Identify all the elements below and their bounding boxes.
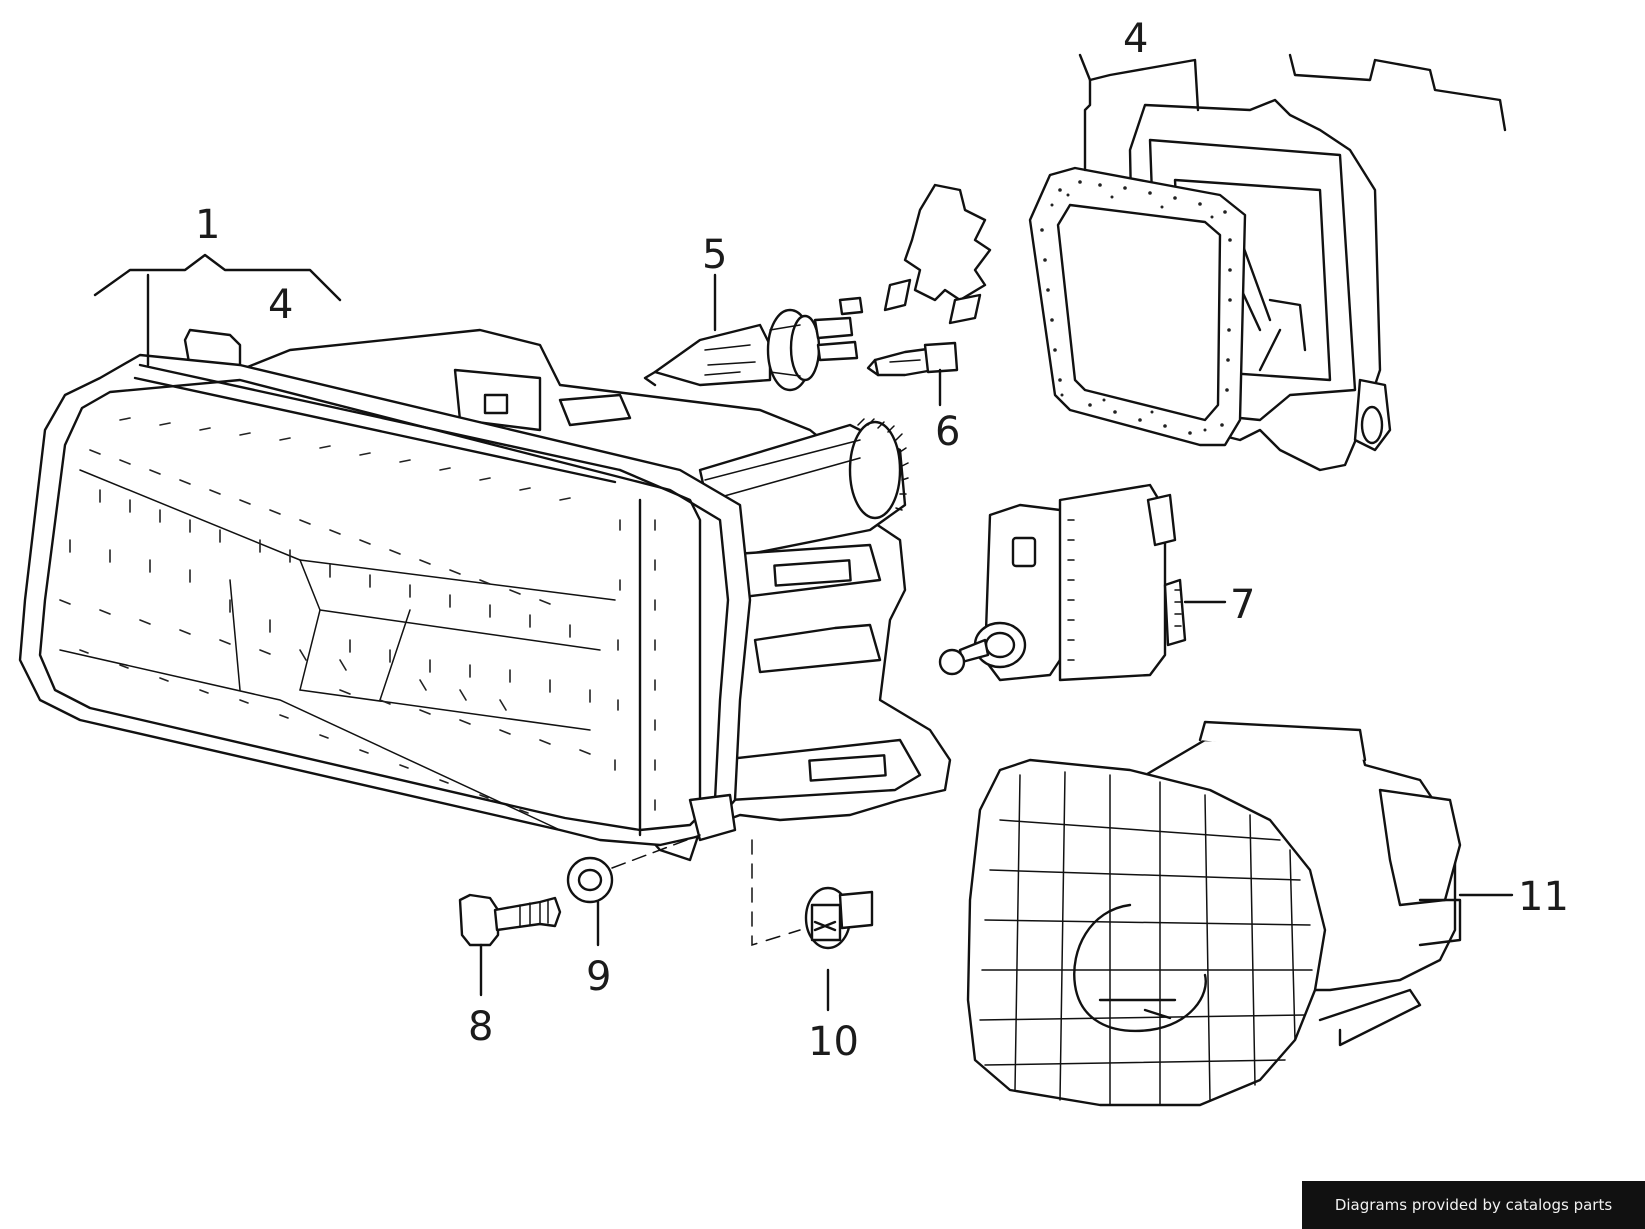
headlight-range-motor <box>938 483 1187 682</box>
callout-9: 9 <box>586 954 611 1000</box>
retaining-wire <box>1288 53 1507 132</box>
halogen-bulb <box>643 296 864 392</box>
callout-7: 7 <box>1230 582 1255 628</box>
assembly-line-10 <box>751 839 801 947</box>
callout-4-right: 4 <box>1123 16 1148 62</box>
turn-signal-lamp <box>966 720 1462 1107</box>
wiring-connector <box>883 183 992 325</box>
callout-4-right-bracket <box>1078 53 1200 172</box>
bulb-socket <box>804 886 874 950</box>
headlight-assembly <box>18 328 952 862</box>
callout-6: 6 <box>935 409 960 455</box>
callout-5: 5 <box>702 232 727 278</box>
assembly-line-9 <box>611 834 701 869</box>
bolt <box>458 893 562 947</box>
rear-cover-gasket <box>1028 98 1392 472</box>
callout-11: 11 <box>1518 874 1569 920</box>
callout-1-bracket <box>93 253 342 367</box>
callout-10: 10 <box>808 1019 859 1065</box>
callout-4-left: 4 <box>268 282 293 328</box>
callout-8: 8 <box>468 1004 493 1050</box>
callout-1: 1 <box>195 202 220 248</box>
credit-banner: Diagrams provided by catalogs parts <box>1302 1181 1645 1229</box>
parking-bulb <box>866 341 959 377</box>
washer <box>566 856 614 904</box>
